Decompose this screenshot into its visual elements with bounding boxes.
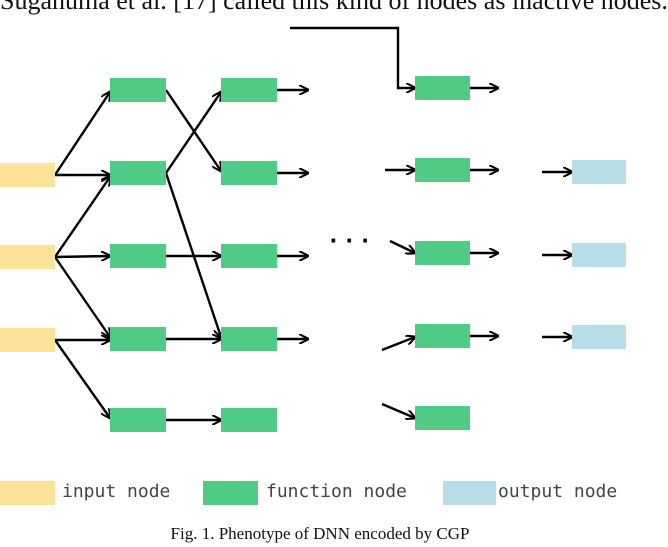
- edge-in-c3f5: [381, 402, 415, 418]
- function-node-c3-3: [415, 241, 470, 265]
- function-node-c2-5: [221, 408, 277, 432]
- edge-in2-f3: [54, 256, 110, 257]
- function-node-c3-1: [415, 76, 470, 100]
- legend-input-swatch: [0, 481, 55, 505]
- figure-caption: Fig. 1. Phenotype of DNN encoded by CGP: [170, 524, 470, 543]
- function-node-c3-2: [415, 158, 470, 182]
- function-node-c1-2: [110, 161, 166, 185]
- output-node-2: [572, 243, 626, 267]
- edge-in2-f4: [54, 256, 110, 337]
- output-node-3: [572, 325, 626, 349]
- function-node-c2-1: [221, 78, 277, 102]
- edge-in2-f2: [54, 177, 110, 258]
- edge-in-c3f3: [389, 239, 415, 253]
- cgp-diagram: · · ·: [0, 26, 626, 432]
- function-node-c2-2: [221, 161, 277, 185]
- function-node-c3-5: [415, 406, 470, 430]
- legend-function-label: function node: [266, 481, 407, 502]
- top-text-fragment: Suganuma et al. [17] called this kind of…: [0, 0, 668, 15]
- function-node-c2-4: [221, 327, 277, 351]
- legend-function-swatch: [203, 481, 258, 505]
- edge-in-c3f4: [381, 337, 415, 352]
- function-node-c1-3: [110, 244, 166, 268]
- input-node-2: [0, 245, 55, 269]
- input-node-1: [0, 163, 55, 187]
- function-node-c1-5: [110, 408, 166, 432]
- function-node-c1-4: [110, 327, 166, 351]
- edge-in3-f5: [54, 339, 110, 418]
- output-node-1: [572, 160, 626, 184]
- function-node-c1-1: [110, 78, 166, 102]
- legend-output-swatch: [443, 481, 496, 505]
- legend-output-label: output node: [498, 481, 618, 502]
- edge-long-connector: [290, 26, 415, 88]
- input-node-3: [0, 328, 55, 352]
- legend-input-label: input node: [62, 481, 171, 502]
- edge-in1-f1: [53, 92, 110, 176]
- edge-c1f2-c2f1: [165, 92, 221, 174]
- function-node-c2-3: [221, 244, 277, 268]
- function-node-c3-4: [415, 324, 470, 348]
- ellipsis: · · ·: [330, 225, 370, 255]
